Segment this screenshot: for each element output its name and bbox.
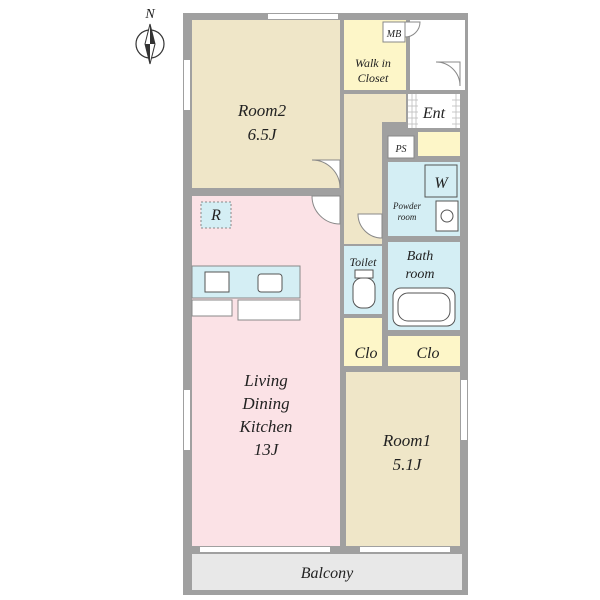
counter-base-left — [191, 299, 233, 317]
mb-label: MB — [386, 29, 401, 40]
ldk-floor — [192, 196, 340, 546]
powder-room-label-line1: Powder — [392, 201, 421, 211]
ldk-label-line2: Dining — [241, 394, 289, 413]
refrigerator-label: R — [210, 207, 221, 224]
balcony-floor — [192, 554, 462, 590]
toilet-label: Toilet — [350, 255, 378, 269]
closet-b-label: Clo — [416, 345, 439, 362]
powder-room-label-line2: room — [398, 212, 417, 222]
room1-size-label: 5.1J — [393, 455, 423, 474]
entrance-door-area — [410, 20, 465, 90]
washer-label: W — [434, 175, 449, 192]
walk-in-closet-label-line2: Closet — [358, 71, 389, 85]
toilet-tank — [354, 269, 374, 279]
window-marks — [184, 14, 467, 552]
walk-in-closet-label-line1: Walk in — [355, 56, 391, 70]
counter-base — [237, 299, 301, 321]
closet-a-floor — [344, 318, 382, 366]
toilet-bowl-icon — [352, 277, 376, 309]
bath-room-label-line1: Bath — [407, 249, 433, 264]
ldk-label-line1: Living — [243, 371, 287, 390]
kitchen-sink-icon — [257, 273, 283, 293]
ldk-label-line4: 13J — [254, 440, 280, 459]
shoe-closet — [418, 132, 460, 156]
washer-box — [424, 164, 458, 198]
north-compass-icon — [135, 23, 165, 65]
room1-name-label: Room1 — [382, 431, 431, 450]
hallway-upper-floor — [344, 94, 406, 122]
north-label: N — [144, 7, 155, 22]
stove-icon — [204, 271, 230, 293]
entrance-label: Ent — [422, 105, 446, 122]
sink-drain-icon — [440, 209, 454, 223]
room2-size-label: 6.5J — [248, 125, 278, 144]
closet-b-floor — [388, 336, 460, 366]
closet-a-label: Clo — [354, 345, 377, 362]
entrance-tile-grid — [408, 94, 460, 128]
ldk-label-line3: Kitchen — [239, 417, 293, 436]
powder-sink — [435, 200, 459, 232]
ps-label: PS — [394, 144, 406, 155]
bathtub-icon — [392, 287, 456, 327]
room1-floor — [346, 372, 460, 546]
room2-name-label: Room2 — [237, 101, 287, 120]
balcony-label: Balcony — [301, 565, 354, 582]
door-swings — [311, 21, 461, 239]
bathtub-inner — [397, 292, 451, 322]
bath-room-label-line2: room — [405, 267, 434, 282]
refrigerator-box — [200, 201, 232, 229]
ps-shaft — [387, 135, 415, 159]
